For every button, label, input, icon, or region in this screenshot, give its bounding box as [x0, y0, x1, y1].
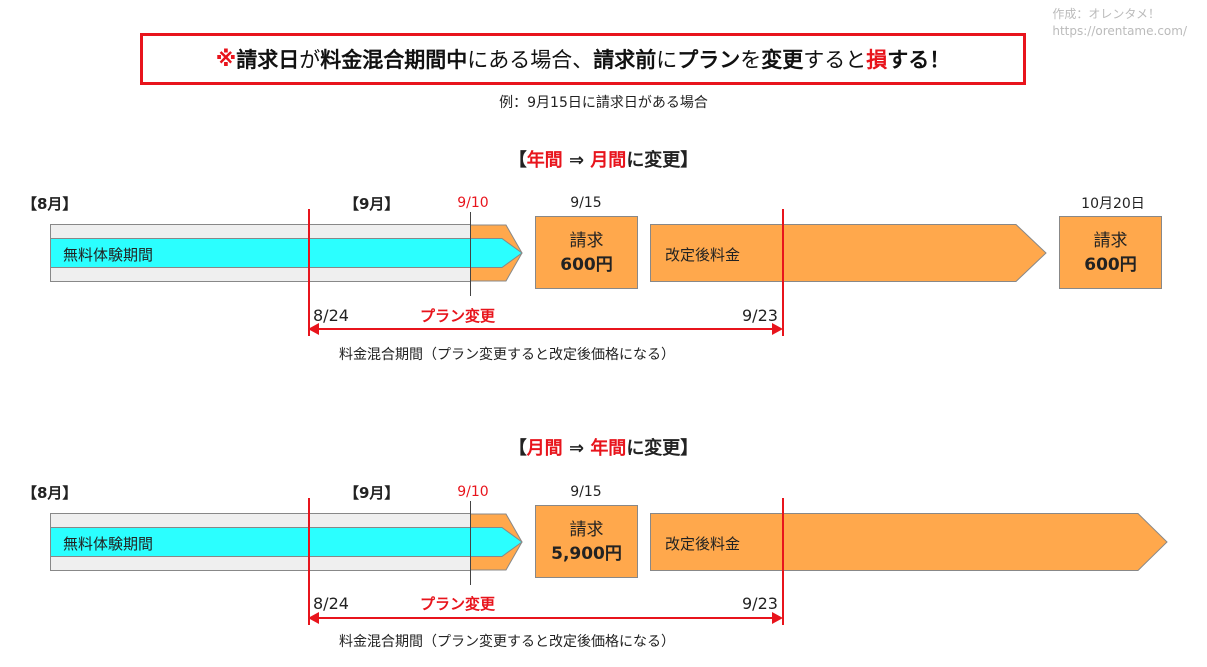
- headline-part: 変更: [761, 48, 804, 72]
- title-arrow: ⇒: [562, 150, 591, 171]
- headline-part: に: [656, 48, 678, 72]
- mixed-period-label: 料金混合期間（プラン変更すると改定後価格になる）: [339, 347, 675, 363]
- billing-box: 請求 5,900円: [535, 505, 638, 578]
- plan-change-label: プラン変更: [420, 595, 496, 613]
- headline-part: 請求日: [236, 48, 300, 72]
- free-trial-arrow: [50, 238, 523, 268]
- new-fee-arrow: [650, 513, 1168, 571]
- headline-loss: 損: [866, 48, 888, 72]
- next-billing-label: 請求: [1093, 230, 1128, 251]
- end-date: 9/23: [742, 594, 778, 613]
- headline-part: を: [740, 48, 762, 72]
- billing-label: 請求: [569, 230, 604, 251]
- end-line: [782, 209, 784, 336]
- watermark-url: https://orentame.com/: [1052, 24, 1187, 38]
- billing-amount: 600円: [560, 254, 613, 275]
- headline-mark: ※: [215, 47, 237, 71]
- month-august: 【8月】: [22, 195, 78, 213]
- end-date: 9/23: [742, 306, 778, 325]
- start-date: 8/24: [313, 594, 349, 613]
- new-fee-label: 改定後料金: [665, 246, 741, 264]
- headline-part: が: [299, 48, 321, 72]
- title-to: 年間: [590, 438, 627, 459]
- month-september: 【9月】: [344, 195, 400, 213]
- date-next-billing: 10月20日: [1081, 196, 1145, 212]
- billing-box: 請求 600円: [535, 216, 638, 289]
- headline-box: ※請求日が料金混合期間中にある場合、請求前にプランを変更すると損する！: [140, 33, 1026, 85]
- period-arrow: [308, 612, 783, 624]
- start-line: [308, 209, 310, 336]
- change-line: [470, 501, 471, 585]
- title-rest: に変更】: [626, 150, 699, 171]
- title-bracket: 【: [508, 150, 527, 171]
- period-arrow: [308, 323, 783, 335]
- month-august: 【8月】: [22, 484, 78, 502]
- date-billing: 9/15: [570, 195, 602, 211]
- next-billing-amount: 600円: [1084, 254, 1137, 275]
- title-bracket: 【: [508, 438, 527, 459]
- new-fee-arrow: [650, 224, 1047, 282]
- headline-part: する！: [887, 48, 951, 72]
- title-from: 年間: [526, 150, 563, 171]
- title-rest: に変更】: [626, 438, 699, 459]
- headline-part: プラン: [677, 48, 741, 72]
- end-line: [782, 498, 784, 625]
- watermark-author: 作成：オレンタメ！: [1052, 7, 1161, 21]
- example-note: 例：9月15日に請求日がある場合: [499, 95, 708, 111]
- date-billing: 9/15: [570, 484, 602, 500]
- title-from: 月間: [526, 438, 563, 459]
- free-trial-arrow: [50, 527, 523, 557]
- billing-amount: 5,900円: [551, 543, 622, 564]
- date-plan-change: 9/10: [457, 195, 489, 211]
- free-trial-label: 無料体験期間: [63, 535, 154, 553]
- free-trial-label: 無料体験期間: [63, 246, 154, 264]
- headline-part: すると: [803, 48, 867, 72]
- title-arrow: ⇒: [562, 438, 591, 459]
- date-plan-change: 9/10: [457, 484, 489, 500]
- billing-label: 請求: [569, 519, 604, 540]
- plan-change-label: プラン変更: [420, 307, 496, 325]
- change-line: [470, 212, 471, 296]
- headline-part: にある場合、: [467, 48, 594, 72]
- section-title: 【月間 ⇒ 年間に変更】: [0, 434, 1207, 460]
- start-line: [308, 498, 310, 625]
- new-fee-label: 改定後料金: [665, 535, 741, 553]
- watermark: 作成：オレンタメ！ https://orentame.com/: [1052, 6, 1187, 40]
- headline-part: 請求前: [593, 48, 657, 72]
- start-date: 8/24: [313, 306, 349, 325]
- section-title: 【年間 ⇒ 月間に変更】: [0, 146, 1207, 172]
- headline-part: 料金混合期間中: [320, 48, 468, 72]
- next-billing-box: 請求 600円: [1059, 216, 1162, 289]
- title-to: 月間: [590, 150, 627, 171]
- mixed-period-label: 料金混合期間（プラン変更すると改定後価格になる）: [339, 634, 675, 650]
- month-september: 【9月】: [344, 484, 400, 502]
